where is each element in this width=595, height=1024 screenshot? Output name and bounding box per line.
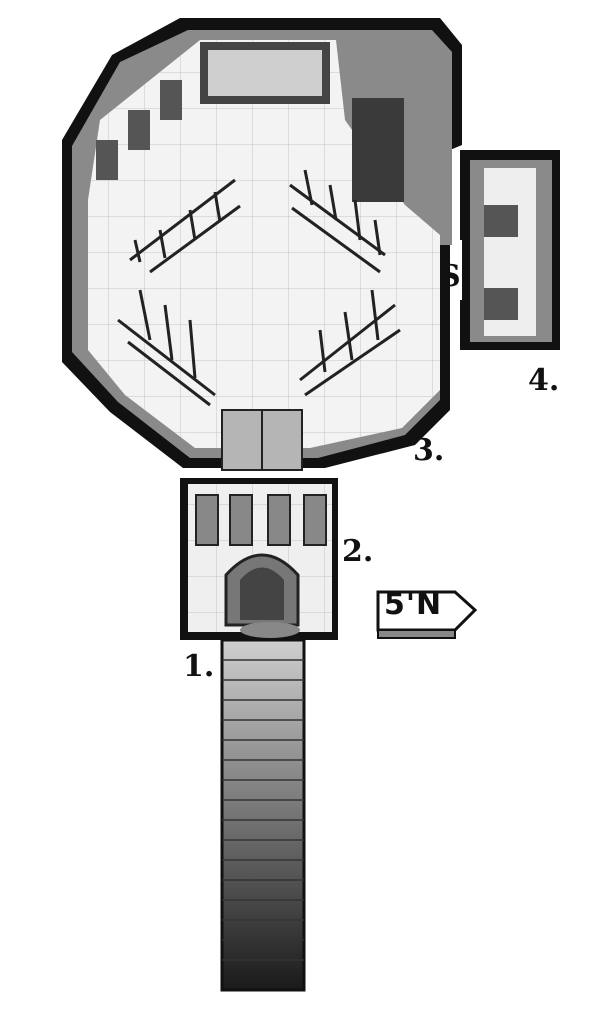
staircase: [220, 638, 306, 992]
wardrobe: [352, 98, 404, 202]
skeleton: [240, 622, 300, 638]
area-label-2: 2.: [342, 534, 374, 569]
area-label-1: 1.: [183, 649, 215, 684]
scale-north-label: 5'N: [384, 587, 443, 622]
painting: [128, 110, 150, 150]
armory-hall: [62, 18, 462, 471]
guard-room: [180, 478, 338, 640]
weapon-rack: [289, 169, 386, 274]
suits-of-armor: [195, 494, 327, 546]
treasure-chest: [484, 205, 518, 237]
scale-north-box: [376, 590, 478, 639]
weapon-rack: [129, 178, 241, 274]
weapon-rack: [117, 289, 216, 407]
painting: [160, 80, 182, 120]
area-label-3: 3.: [413, 433, 445, 468]
secret-door-mark: S: [439, 259, 461, 294]
painting: [96, 140, 118, 180]
treasure-chest: [484, 288, 518, 320]
side-closet: [452, 150, 560, 350]
weapon-rack: [299, 289, 401, 397]
area-label-4: 4.: [528, 363, 560, 398]
